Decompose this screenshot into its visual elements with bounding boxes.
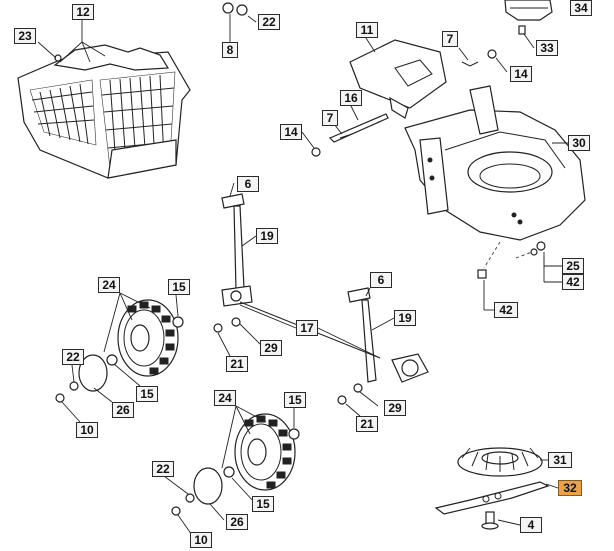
callout-6-front[interactable]: 6 (237, 176, 259, 192)
hardware-drawing (54, 2, 546, 405)
callout-23[interactable]: 23 (14, 28, 36, 44)
callout-26-front[interactable]: 26 (112, 402, 134, 418)
wheel-rear (171, 413, 300, 516)
callout-14-mid[interactable]: 14 (280, 124, 302, 140)
callout-26-rear[interactable]: 26 (226, 514, 248, 530)
callout-17[interactable]: 17 (296, 320, 318, 336)
callout-6-rear[interactable]: 6 (370, 272, 392, 288)
callout-15-rear-a[interactable]: 15 (284, 392, 306, 408)
callout-22-front[interactable]: 22 (62, 349, 84, 365)
callout-22-rear[interactable]: 22 (152, 461, 174, 477)
callout-33[interactable]: 33 (536, 40, 558, 56)
blade-bolt-drawing (481, 511, 499, 530)
blade-drawing (434, 481, 550, 515)
callout-29-rear[interactable]: 29 (384, 400, 406, 416)
callout-19-front[interactable]: 19 (256, 228, 278, 244)
callout-16[interactable]: 16 (340, 90, 362, 106)
callout-10-front[interactable]: 10 (76, 422, 98, 438)
callout-15-rear-b[interactable]: 15 (252, 496, 274, 512)
callout-7-top[interactable]: 7 (442, 31, 458, 47)
callout-29-front[interactable]: 29 (260, 340, 282, 356)
callout-30[interactable]: 30 (568, 135, 590, 151)
callout-15-front-a[interactable]: 15 (168, 279, 190, 295)
callout-25[interactable]: 25 (562, 258, 584, 274)
deck-drawing (404, 85, 586, 241)
callout-24-front[interactable]: 24 (98, 277, 120, 293)
callout-8[interactable]: 8 (222, 42, 238, 58)
callout-19-rear[interactable]: 19 (394, 310, 416, 326)
callout-42-right[interactable]: 42 (562, 274, 584, 290)
leader-lines (37, 14, 570, 539)
height-lever-front (221, 193, 253, 307)
callout-14-top[interactable]: 14 (510, 66, 532, 82)
callout-31[interactable]: 31 (548, 452, 572, 468)
callout-11[interactable]: 11 (356, 22, 378, 38)
motor-drawing (504, 0, 553, 21)
callout-10-rear[interactable]: 10 (190, 532, 212, 548)
callout-32-highlighted[interactable]: 32 (558, 480, 582, 496)
callout-7-mid[interactable]: 7 (322, 110, 338, 126)
height-lever-rear (347, 287, 429, 383)
callout-21-rear[interactable]: 21 (356, 416, 378, 432)
callout-34[interactable]: 34 (570, 0, 592, 16)
callout-24-rear[interactable]: 24 (214, 390, 236, 406)
rear-flap-drawing (328, 39, 447, 143)
callout-42-bottom[interactable]: 42 (494, 302, 518, 318)
callout-4[interactable]: 4 (520, 517, 542, 533)
fan-drawing (457, 447, 543, 477)
callout-21-front[interactable]: 21 (226, 356, 248, 372)
callout-15-front-b[interactable]: 15 (136, 386, 158, 402)
callout-22-top[interactable]: 22 (258, 14, 280, 30)
wheel-front (55, 299, 184, 403)
callout-12[interactable]: 12 (72, 4, 94, 20)
grass-catcher-drawing (17, 44, 191, 179)
